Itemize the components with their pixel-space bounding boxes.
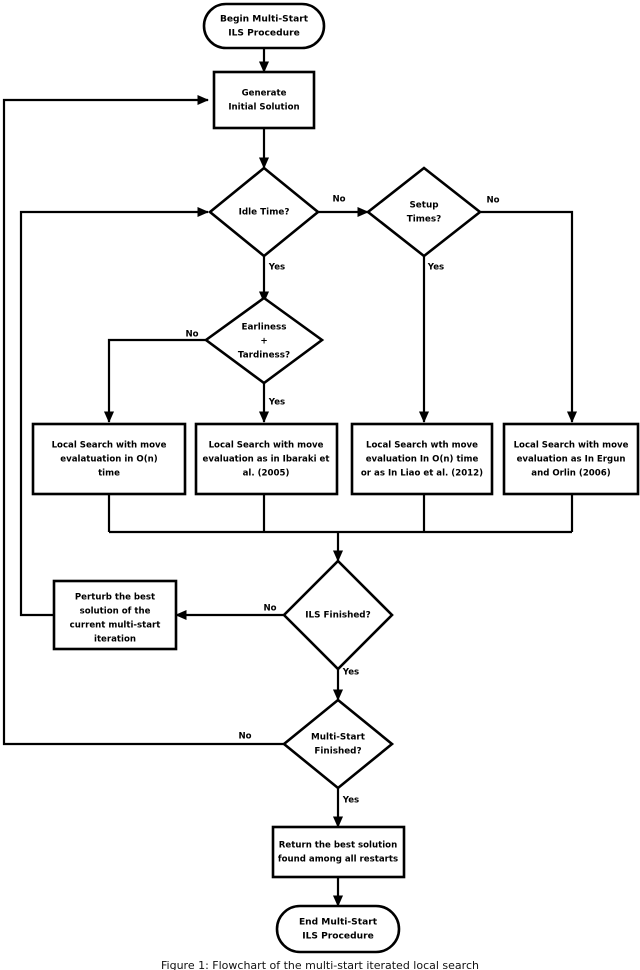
edge-label-multistart-no: No xyxy=(238,732,251,742)
node-perturb-best-solution[interactable]: Perturb the best solution of the current… xyxy=(52,579,178,651)
edge-perturb-to-idle-time-loop xyxy=(19,206,209,617)
node-return-best-solution[interactable]: Return the best solution found among all… xyxy=(271,825,406,879)
node-ls-ibaraki-line-3: al. (2005) xyxy=(243,469,290,479)
node-local-search-liao[interactable]: Local Search wth move evaluation In O(n)… xyxy=(350,422,494,496)
node-perturb-line-1: Perturb the best xyxy=(75,593,155,603)
node-return-line-1: Return the best solution xyxy=(279,841,397,851)
node-ls-liao-line-2: evaluation In O(n) time xyxy=(366,455,479,465)
node-ls-ibaraki-line-1: Local Search with move xyxy=(209,441,324,451)
edge-label-earliness-no: No xyxy=(185,330,198,340)
node-begin-ils-procedure[interactable]: Begin Multi-Start ILS Procedure xyxy=(202,2,326,50)
edge-setup-no-to-ls-ergun xyxy=(480,210,578,423)
node-ls-liao-line-1: Local Search wth move xyxy=(366,441,478,451)
node-setup-times-line-2: Times? xyxy=(407,215,442,225)
node-earliness-line-2: + xyxy=(260,337,267,347)
figure-caption: Figure 1: Flowchart of the multi-start i… xyxy=(161,959,479,970)
node-perturb-line-2: solution of the xyxy=(80,607,151,617)
node-generate-line-2: Initial Solution xyxy=(228,103,299,113)
node-ls-ergun-line-3: and Orlin (2006) xyxy=(531,469,610,479)
node-return-line-2: found among all restarts xyxy=(278,855,398,865)
node-setup-times-decision[interactable]: Setup Times? xyxy=(365,166,483,258)
node-ls-ontime-line-1: Local Search with move xyxy=(52,441,167,451)
node-ls-ergun-line-1: Local Search with move xyxy=(514,441,629,451)
node-end-line-2: ILS Procedure xyxy=(302,932,374,942)
edge-multistart-no-to-generate-loop xyxy=(2,94,284,746)
edge-label-idle-no: No xyxy=(332,195,345,205)
node-local-search-ibaraki[interactable]: Local Search with move evaluation as in … xyxy=(194,422,339,496)
node-earliness-tardiness-decision[interactable]: Earliness + Tardiness? xyxy=(203,296,325,385)
edge-label-ils-no: No xyxy=(263,604,276,614)
edge-label-multistart-yes: Yes xyxy=(342,796,359,806)
node-end-ils-procedure[interactable]: End Multi-Start ILS Procedure xyxy=(275,904,401,954)
node-multistart-line-1: Multi-Start xyxy=(311,733,365,743)
edge-label-earliness-yes: Yes xyxy=(268,398,285,408)
node-earliness-line-1: Earliness xyxy=(241,323,286,333)
node-idle-time-decision[interactable]: Idle Time? xyxy=(207,166,321,258)
node-idle-time-label: Idle Time? xyxy=(239,208,290,218)
node-ls-ontime-line-2: evalatuation in O(n) xyxy=(60,455,157,465)
node-begin-line-1: Begin Multi-Start xyxy=(220,15,309,25)
node-ils-finished-label: ILS Finished? xyxy=(305,611,370,621)
edge-label-ils-yes: Yes xyxy=(342,668,359,678)
node-generate-line-1: Generate xyxy=(242,89,287,99)
node-earliness-line-3: Tardiness? xyxy=(238,351,290,361)
node-local-search-on-time[interactable]: Local Search with move evalatuation in O… xyxy=(31,422,187,496)
node-ls-ontime-line-3: time xyxy=(98,469,120,479)
node-multistart-line-2: Finished? xyxy=(314,747,361,757)
node-setup-times-line-1: Setup xyxy=(409,201,438,211)
node-ls-ibaraki-line-2: evaluation as in Ibaraki et xyxy=(203,455,330,465)
node-ils-finished-decision[interactable]: ILS Finished? xyxy=(282,559,394,671)
edge-label-setup-yes: Yes xyxy=(427,263,444,273)
node-multistart-finished-decision[interactable]: Multi-Start Finished? xyxy=(281,698,395,790)
node-local-search-ergun-orlin[interactable]: Local Search with move evaluation as In … xyxy=(502,422,640,496)
node-ls-liao-line-3: or as In Liao et al. (2012) xyxy=(361,469,483,479)
edge-label-setup-no: No xyxy=(486,196,499,206)
node-begin-line-2: ILS Procedure xyxy=(228,29,300,39)
edge-earliness-no-to-ls-ontime xyxy=(103,338,208,423)
node-end-line-1: End Multi-Start xyxy=(299,918,378,928)
node-ls-ergun-line-2: evaluation as In Ergun xyxy=(517,455,626,465)
edge-label-idle-yes: Yes xyxy=(268,263,285,273)
node-perturb-line-4: iteration xyxy=(94,635,136,645)
node-perturb-line-3: current multi-start xyxy=(70,621,161,631)
node-generate-initial-solution[interactable]: Generate Initial Solution xyxy=(212,70,316,130)
